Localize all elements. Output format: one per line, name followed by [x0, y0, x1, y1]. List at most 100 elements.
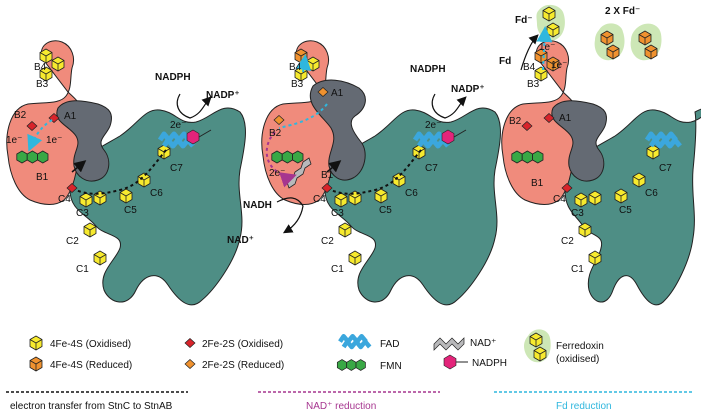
arrow-b1-2: [326, 160, 342, 173]
cluster-c5: [614, 188, 628, 204]
label-b3: B3: [291, 79, 304, 90]
label-2xfd: 2 X Fd⁻: [605, 6, 640, 17]
label-nadh-2: NADH: [243, 200, 272, 211]
cluster-c2: [338, 222, 352, 238]
cluster-c1: [588, 250, 602, 266]
label-nad-2: NAD⁺: [227, 235, 254, 246]
fd-red-cube-1: [600, 30, 614, 46]
label-2e-top: 2e⁻: [425, 120, 441, 131]
path-black-1: [75, 149, 167, 195]
legend-nadph: NADPH: [472, 358, 507, 369]
fd-cube-2: [546, 22, 560, 38]
arrow-nadph-1: [176, 93, 212, 119]
arrow-nadh-2: [276, 197, 304, 234]
label-c7: C7: [170, 163, 183, 174]
path-cyan-2b: [295, 54, 312, 73]
panel-1: B4 B3 B2 A1 B1 C4 C3 C5 C6 C7 C2 C1 1e⁻ …: [6, 40, 246, 306]
label-c1: C1: [331, 264, 344, 275]
cluster-c6: [632, 172, 646, 188]
label-c2: C2: [561, 236, 574, 247]
panel-2: B4 B3 B2 A1 B1 C4 C3 C5 C6 C7 C2 C1 2e⁻ …: [227, 40, 501, 306]
label-1e-a: 1e⁻: [539, 42, 555, 53]
label-a1: A1: [64, 111, 77, 122]
footer-cyan: Fd reduction: [556, 401, 612, 412]
label-b4: B4: [523, 62, 536, 73]
fd-red-cube-4: [644, 44, 658, 60]
panel-3: B4 B3 B2 A1 B1 C4 C3 C5 C6 C7 C2 C1 Fd⁻ …: [499, 4, 701, 306]
label-nadph-2: NADPH: [410, 64, 446, 75]
label-fd: Fd: [499, 56, 511, 67]
nadph-tail-1: [198, 129, 212, 138]
label-b1: B1: [531, 178, 544, 189]
label-a1: A1: [559, 113, 572, 124]
stnc-teal-domain: [324, 107, 501, 306]
label-b2: B2: [14, 110, 27, 121]
cluster-c3: [79, 192, 93, 208]
cluster-b4: [39, 48, 53, 64]
label-c6: C6: [150, 188, 163, 199]
label-c5: C5: [379, 205, 392, 216]
cluster-c2: [83, 222, 97, 238]
legend-4fe-ox: 4Fe-4S (Oxidised): [50, 339, 131, 350]
cluster-b4b: [306, 56, 320, 72]
cluster-c5: [119, 188, 133, 204]
legend-2fe-red-icon: [184, 359, 196, 369]
path-cyan-3: [536, 26, 553, 71]
arrow-fd-3: [520, 34, 539, 71]
nadph-tail-2: [453, 129, 467, 138]
label-b2: B2: [509, 116, 522, 127]
legend-fd-cube-2: [533, 346, 547, 362]
legend-nad-icon: [433, 337, 465, 351]
arrow-b1: [71, 160, 87, 173]
label-1e-right: 1e⁻: [46, 135, 62, 146]
path-purple-2: [265, 131, 297, 188]
path-cyan-1: [27, 119, 53, 152]
arrow-nadph-2: [431, 93, 467, 119]
label-fd-top: Fd⁻: [515, 15, 533, 26]
fmn-2: [271, 150, 304, 164]
label-c5: C5: [124, 205, 137, 216]
label-c3: C3: [571, 208, 584, 219]
label-c3: C3: [76, 208, 89, 219]
footer: electron transfer from StnC to StnAB NAD…: [6, 391, 694, 412]
label-a1: A1: [331, 88, 344, 99]
label-nadp-2: NADP⁺: [451, 84, 485, 95]
legend-fad-icon: [340, 336, 370, 347]
footer-purple: NAD⁺ reduction: [306, 401, 376, 412]
label-2e-top: 2e⁻: [170, 120, 186, 131]
legend-nad: NAD⁺: [470, 338, 496, 349]
fmn-3: [511, 150, 544, 164]
label-2e-nad: 2e⁻: [269, 168, 285, 179]
cluster-c3b: [588, 190, 602, 206]
cluster-c3: [574, 192, 588, 208]
label-b1: B1: [321, 170, 334, 181]
cluster-c5: [374, 188, 388, 204]
cluster-c1: [93, 250, 107, 266]
cluster-b4b: [51, 56, 65, 72]
legend-4fe-red: 4Fe-4S (Reduced): [50, 360, 132, 371]
stnc-teal-domain: [69, 107, 246, 306]
label-b3: B3: [527, 79, 540, 90]
legend-fd-cube-1: [529, 332, 543, 348]
cluster-c6: [392, 172, 406, 188]
legend-2fe-ox-icon: [184, 338, 196, 348]
cluster-c2: [578, 222, 592, 238]
legend-fad: FAD: [380, 339, 399, 350]
fd-red-cube-3: [638, 30, 652, 46]
cluster-c6: [137, 172, 151, 188]
label-1e-left: 1e⁻: [6, 135, 22, 146]
label-nadp-1: NADP⁺: [206, 90, 240, 101]
label-c7: C7: [425, 163, 438, 174]
legend-4fe-ox-icon: [29, 335, 43, 351]
stna-gray-domain: [56, 100, 112, 182]
label-c5: C5: [619, 205, 632, 216]
label-b4: B4: [34, 62, 47, 73]
label-b2: B2: [269, 128, 282, 139]
stna-gray-domain: [551, 100, 607, 182]
fd-cube-1: [542, 6, 556, 22]
label-c4: C4: [58, 194, 71, 205]
legend-2fe-ox: 2Fe-2S (Oxidised): [202, 339, 283, 350]
label-c6: C6: [645, 188, 658, 199]
label-c2: C2: [321, 236, 334, 247]
